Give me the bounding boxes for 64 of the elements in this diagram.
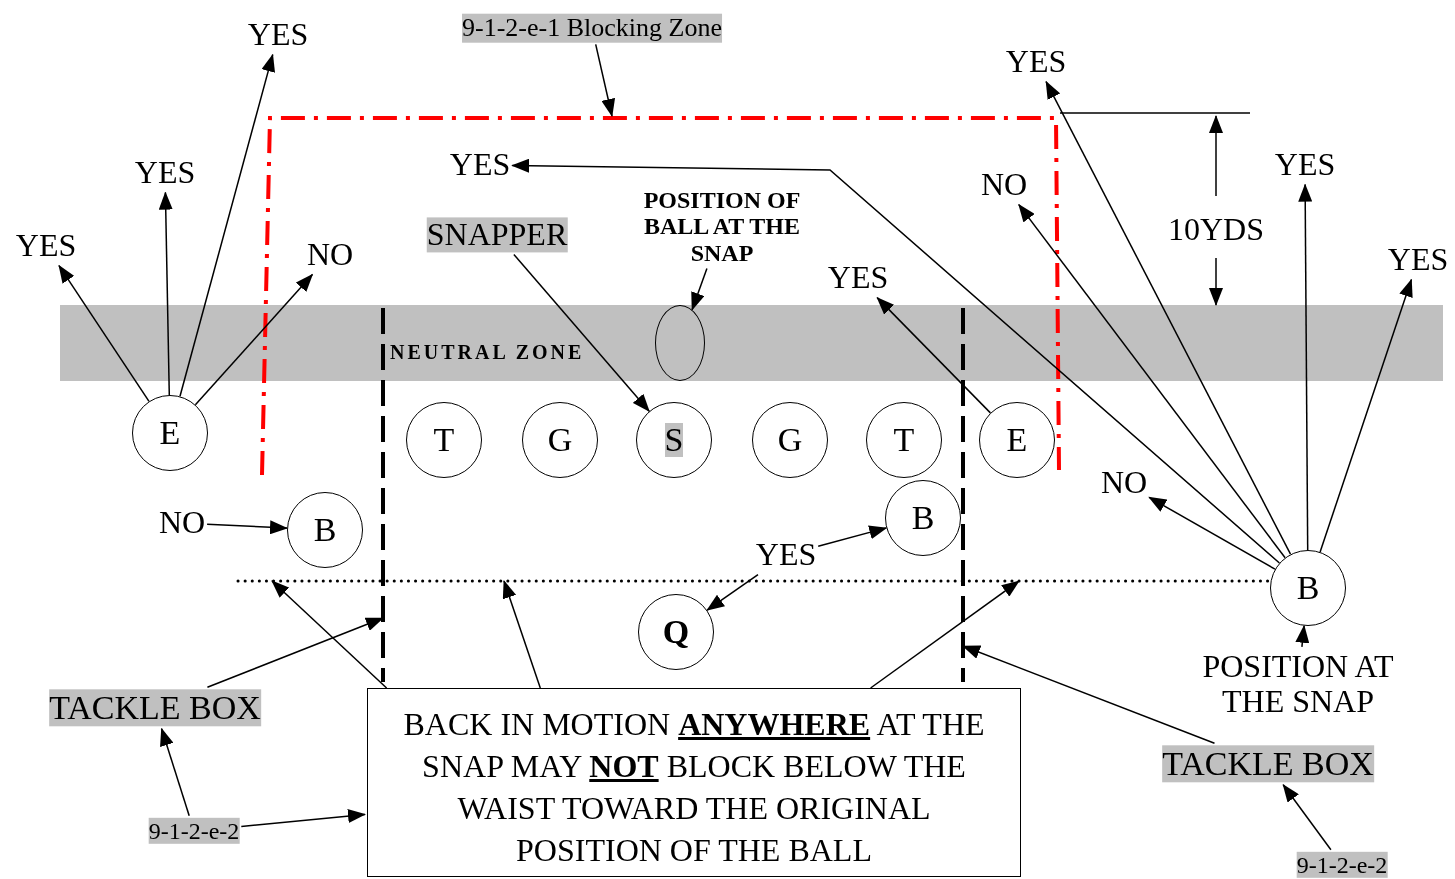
arrow bbox=[706, 573, 759, 611]
dimension-label: 10YDS bbox=[1168, 212, 1264, 248]
answer-label: YES bbox=[1274, 147, 1336, 183]
arrow bbox=[1148, 496, 1276, 570]
leader-line bbox=[502, 580, 542, 689]
player-circle: S bbox=[636, 402, 712, 478]
rule-reference: 9-1-2-e-2 bbox=[1296, 851, 1388, 879]
arrow bbox=[179, 53, 275, 398]
arrow bbox=[206, 520, 288, 535]
leader-line bbox=[1295, 624, 1310, 648]
arrow bbox=[1045, 80, 1292, 555]
player-circle: B bbox=[287, 492, 363, 568]
answer-label: NO bbox=[306, 237, 354, 273]
arrow bbox=[58, 264, 150, 403]
answer-label: NO bbox=[158, 505, 206, 541]
leader-line bbox=[206, 617, 384, 689]
arrow bbox=[876, 296, 992, 414]
player-circle: E bbox=[132, 395, 208, 471]
answer-label: NO bbox=[980, 167, 1028, 203]
leader-line bbox=[513, 253, 650, 412]
arrow bbox=[1319, 278, 1413, 553]
leader-line bbox=[869, 580, 1020, 689]
callout-text: POSITION AT THE SNAP bbox=[1173, 648, 1423, 720]
player-circle: T bbox=[866, 402, 942, 478]
player-circle: G bbox=[522, 402, 598, 478]
note-box: BACK IN MOTION ANYWHERE AT THE SNAP MAY NOT BLOCK BELOW THE WAIST TOWARD THE ORIGINAL POSITION OF THE BALL bbox=[367, 688, 1021, 877]
arrow bbox=[1018, 203, 1286, 559]
tackle-box-line bbox=[381, 308, 385, 682]
player-circle: T bbox=[406, 402, 482, 478]
arrow bbox=[158, 191, 173, 396]
callout-text: TACKLE BOX bbox=[1162, 745, 1374, 783]
answer-label: NO bbox=[1100, 465, 1148, 501]
arrow bbox=[194, 273, 314, 406]
answer-label: YES bbox=[134, 155, 196, 191]
answer-label: YES bbox=[15, 228, 77, 264]
answer-label: YES bbox=[247, 17, 309, 53]
leader-line bbox=[240, 809, 366, 828]
answer-label: YES bbox=[827, 260, 889, 296]
leader-line bbox=[1282, 783, 1332, 851]
player-circle: Q bbox=[638, 594, 714, 670]
player-circle: E bbox=[979, 402, 1055, 478]
neutral-zone-band bbox=[60, 305, 1443, 381]
zone-label: NEUTRAL ZONE bbox=[390, 341, 585, 364]
arrow bbox=[511, 158, 1281, 564]
leader-line bbox=[594, 43, 616, 117]
arrow bbox=[817, 525, 888, 548]
player-circle: B bbox=[885, 480, 961, 556]
callout-text: SNAPPER bbox=[426, 217, 568, 253]
callout-text: TACKLE BOX bbox=[49, 689, 261, 727]
tackle-box-line bbox=[961, 308, 965, 682]
rule-reference: 9-1-2-e-2 bbox=[148, 817, 240, 845]
callout-text: POSITION OF BALL AT THE SNAP bbox=[634, 187, 810, 267]
answer-label: YES bbox=[1387, 242, 1449, 278]
answer-label: YES bbox=[1005, 44, 1067, 80]
leader-line bbox=[160, 727, 190, 817]
rule-reference: 9-1-2-e-1 Blocking Zone bbox=[462, 13, 722, 43]
arrow bbox=[1298, 183, 1313, 551]
leader-line bbox=[962, 645, 1216, 745]
leader-line bbox=[691, 267, 708, 311]
player-circle: B bbox=[1270, 550, 1346, 626]
answer-label: YES bbox=[755, 537, 817, 573]
line-of-scrimmage bbox=[236, 579, 1270, 583]
answer-label: YES bbox=[449, 147, 511, 183]
player-circle: G bbox=[752, 402, 828, 478]
